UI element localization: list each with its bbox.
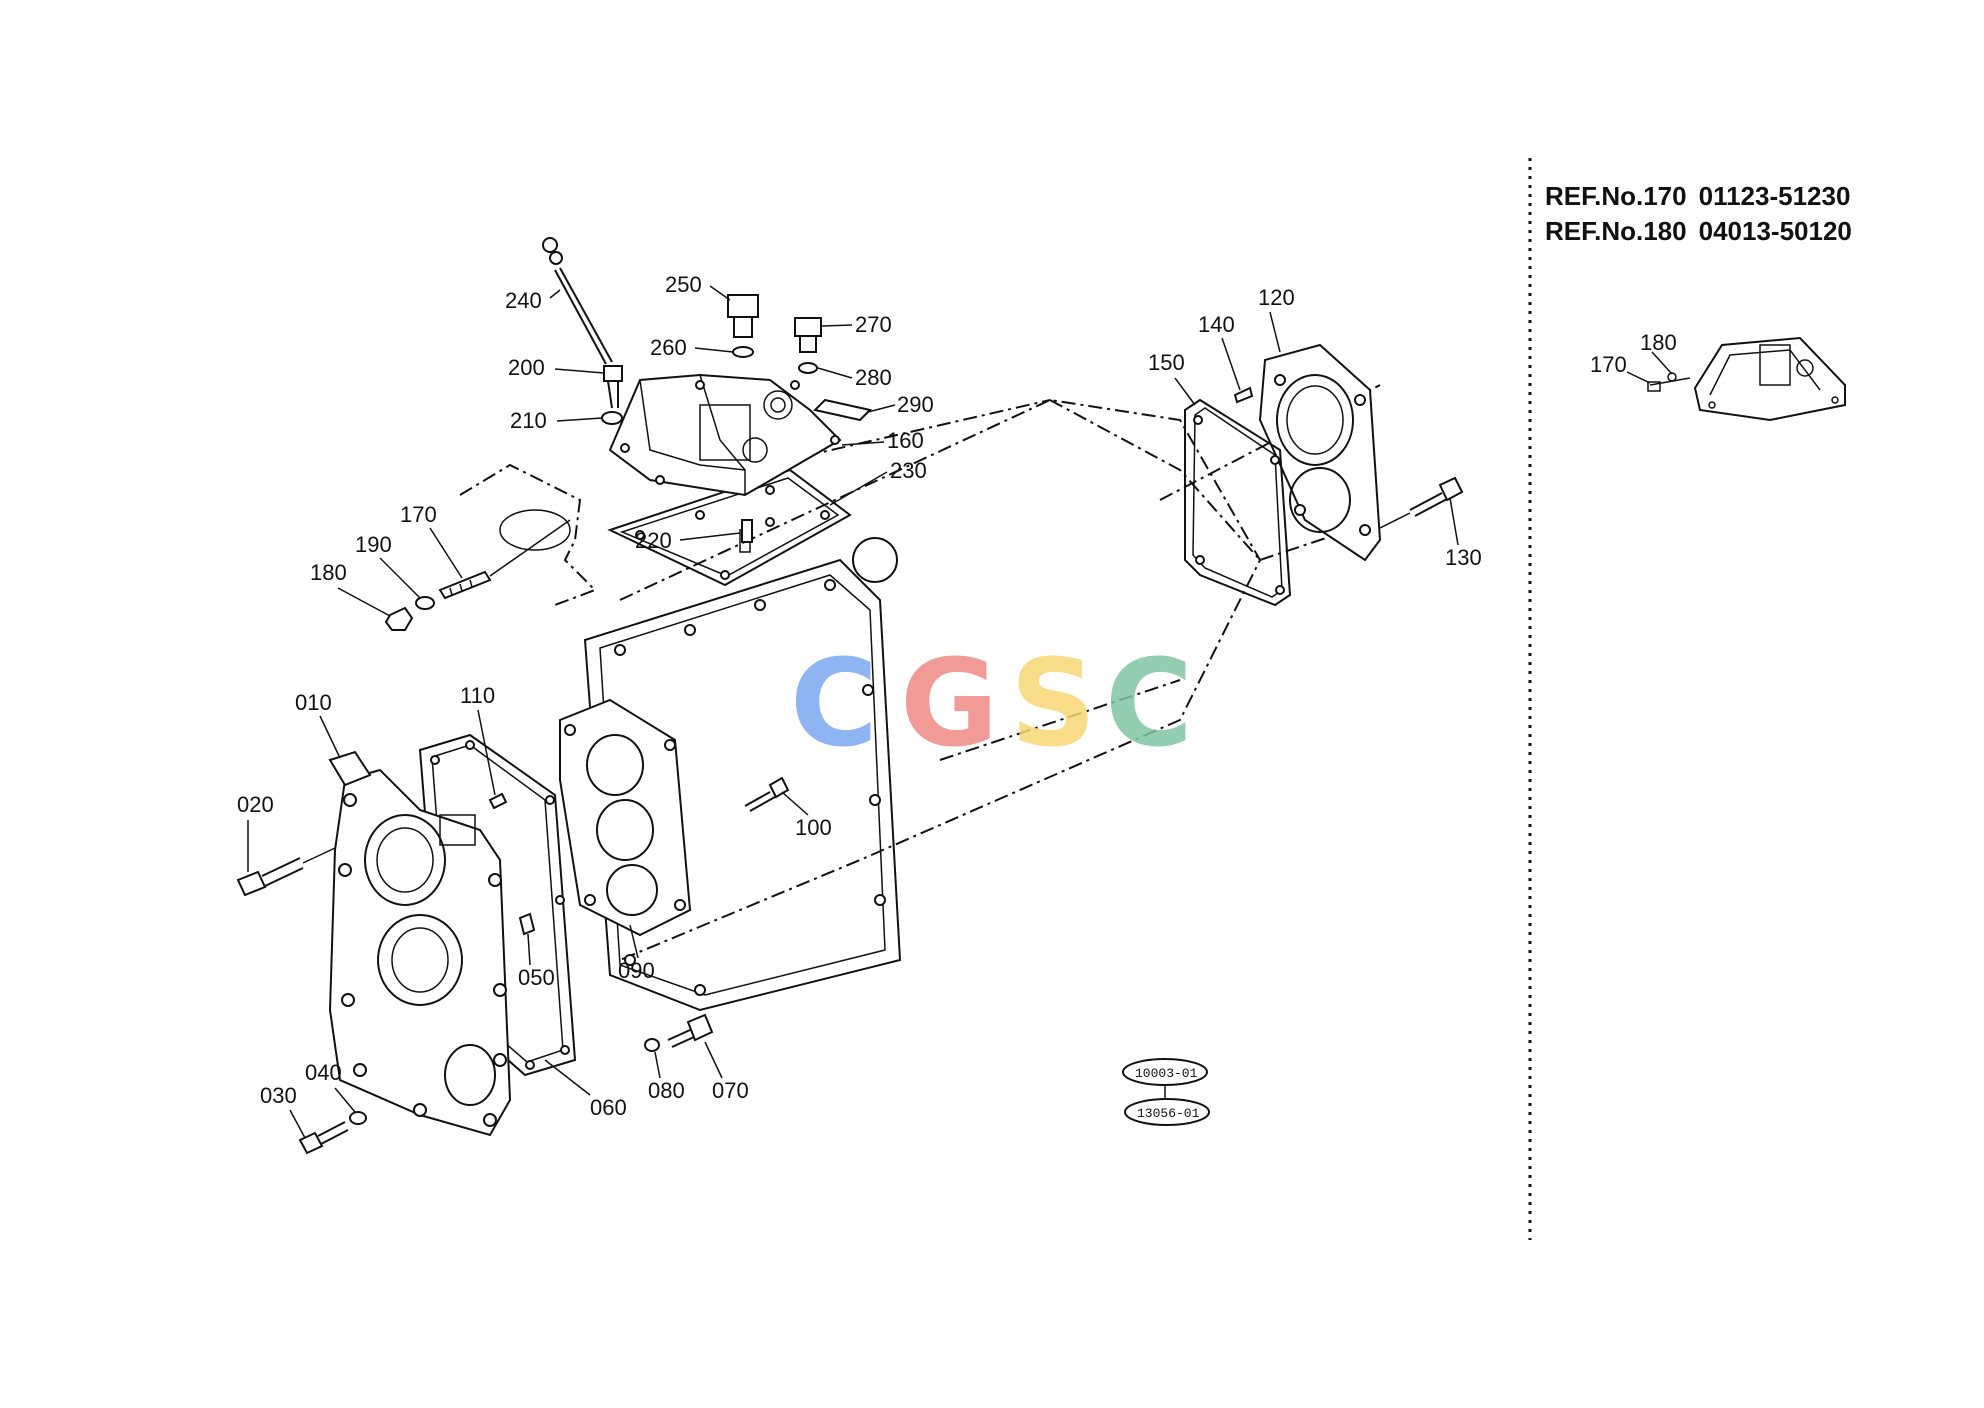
- plug-070: [667, 1013, 714, 1048]
- front-case-010: [328, 750, 512, 1137]
- bolt-200: [603, 365, 623, 409]
- washer-210: [601, 411, 623, 425]
- top-cover-160: [608, 373, 842, 497]
- callout-160: 160: [887, 428, 924, 453]
- bolt-020: [236, 847, 336, 897]
- callout-250: 250: [665, 272, 702, 297]
- callout-010: 010: [295, 690, 332, 715]
- bolt-100: [744, 776, 790, 812]
- inset-cover-drawing: [1647, 336, 1846, 422]
- diagram-ref-bottom: 13056-01: [1137, 1106, 1200, 1121]
- stud-170: [438, 519, 571, 600]
- gasket-150: [1184, 398, 1292, 607]
- callout-120: 120: [1258, 285, 1295, 310]
- ring-080: [644, 1038, 660, 1052]
- callout-210: 210: [510, 408, 547, 433]
- watermark-letter-g: G: [900, 635, 999, 774]
- inset-callout-180: 180: [1640, 330, 1677, 355]
- diagram-reference-bubbles: 10003-01 13056-01: [1122, 1058, 1210, 1126]
- bolt-130: [1379, 476, 1464, 529]
- callout-280: 280: [855, 365, 892, 390]
- callout-240: 240: [505, 288, 542, 313]
- diagram-ref-top: 10003-01: [1135, 1066, 1198, 1081]
- cgsc-watermark: C G S C: [790, 635, 1193, 774]
- pin-110: [488, 792, 508, 810]
- callout-070: 070: [712, 1078, 749, 1103]
- case-front-flange: [583, 537, 902, 1012]
- plug-270: [794, 317, 822, 353]
- nut-180: [384, 606, 414, 631]
- bolt-030: [298, 1121, 349, 1155]
- callouts: 240 250 260 270 280 290 200 210 160 230 …: [237, 272, 1482, 1139]
- callout-200: 200: [508, 355, 545, 380]
- callout-050: 050: [518, 965, 555, 990]
- washer-040: [349, 1111, 367, 1125]
- callout-090: 090: [618, 958, 655, 983]
- callout-290: 290: [897, 392, 934, 417]
- callout-170: 170: [400, 502, 437, 527]
- callout-110: 110: [460, 683, 495, 708]
- pin-140: [1233, 386, 1254, 404]
- plate-090: [559, 698, 692, 937]
- pin-220: [741, 519, 753, 543]
- watermark-letter-c1: C: [790, 635, 878, 774]
- callout-220: 220: [635, 528, 672, 553]
- dipstick-240: [542, 237, 613, 365]
- callout-100: 100: [795, 815, 832, 840]
- ring-260: [732, 346, 754, 358]
- callout-080: 080: [648, 1078, 685, 1103]
- washer-190: [415, 596, 435, 610]
- callout-190: 190: [355, 532, 392, 557]
- pin-050: [518, 912, 536, 936]
- inset-callout-170: 170: [1590, 352, 1627, 377]
- callout-020: 020: [237, 792, 274, 817]
- callout-270: 270: [855, 312, 892, 337]
- watermark-letter-c2: C: [1105, 635, 1193, 774]
- callout-040: 040: [305, 1060, 342, 1085]
- plate-290: [813, 398, 872, 422]
- callout-140: 140: [1198, 312, 1235, 337]
- callout-030: 030: [260, 1083, 297, 1108]
- callout-180: 180: [310, 560, 347, 585]
- callout-230: 230: [890, 458, 927, 483]
- callout-130: 130: [1445, 545, 1482, 570]
- watermark-letter-s: S: [1010, 635, 1096, 774]
- callout-150: 150: [1148, 350, 1185, 375]
- plug-250: [727, 294, 759, 338]
- callout-260: 260: [650, 335, 687, 360]
- callout-060: 060: [590, 1095, 627, 1120]
- ring-280: [798, 362, 818, 374]
- side-cover-120: [1258, 343, 1382, 562]
